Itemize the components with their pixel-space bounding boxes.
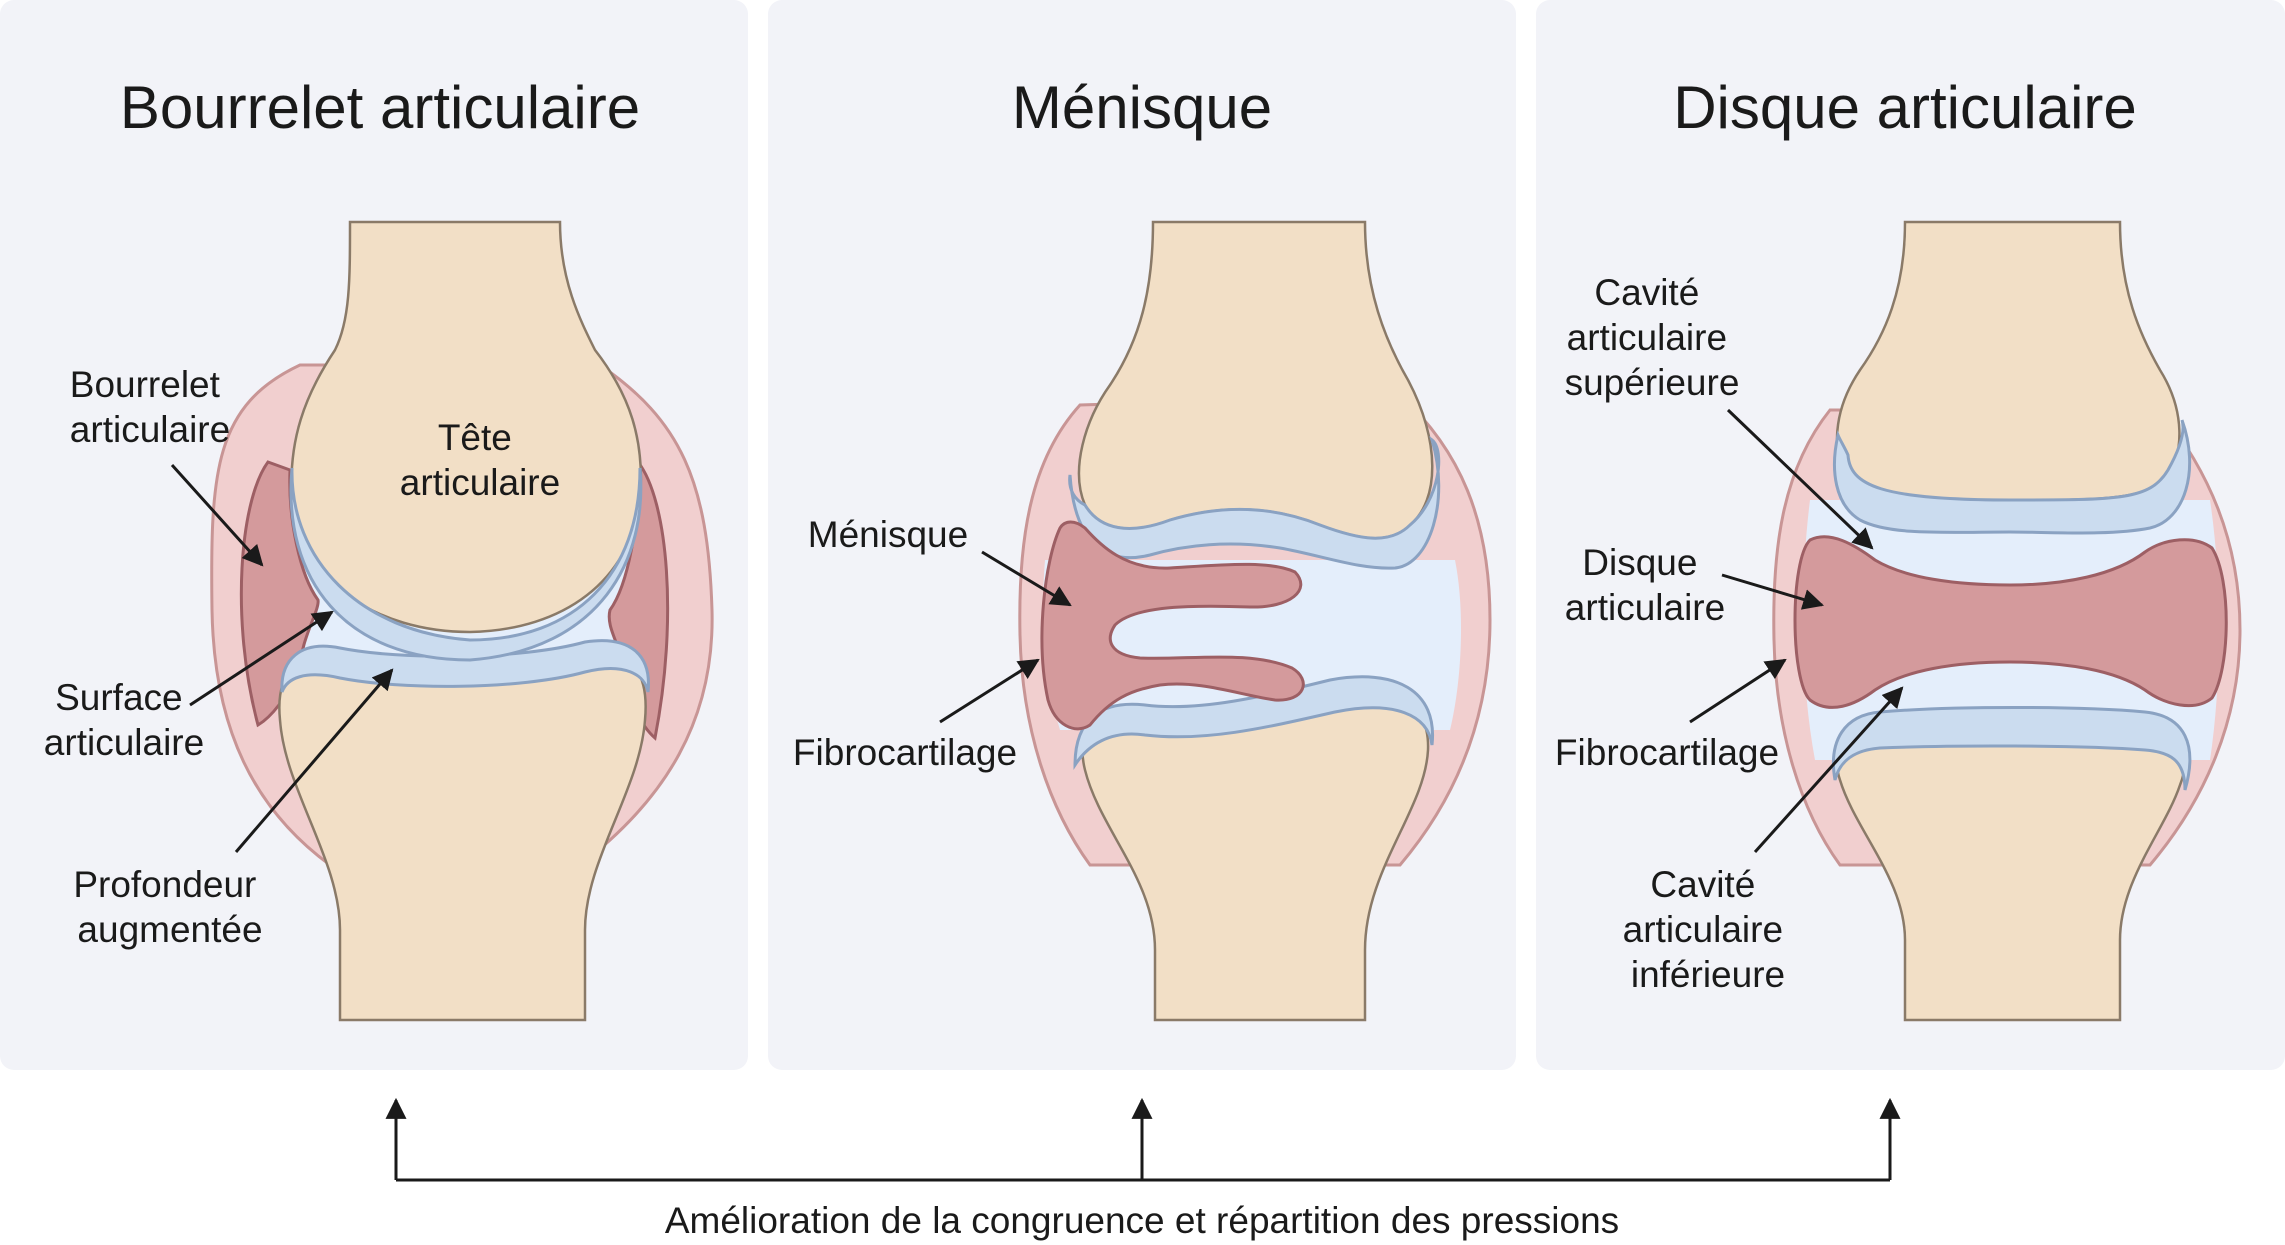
- label-labrum: Bourrelet articulaire: [70, 364, 230, 450]
- upper-cartilage: [1832, 419, 2192, 535]
- panel-title: Bourrelet articulaire: [120, 74, 640, 141]
- footer-caption: Amélioration de la congruence et réparti…: [665, 1200, 1619, 1241]
- label-meniscus: Ménisque: [808, 514, 968, 555]
- panel-title: Disque articulaire: [1673, 74, 2137, 141]
- articular-disc: [1793, 535, 2228, 709]
- label-upper-cavity: Cavité articulaire supérieure: [1565, 272, 1740, 403]
- panel-meniscus: Ménisque Ménisque Fibrocartilage: [768, 0, 1516, 1070]
- leader-surface: [189, 610, 334, 707]
- panel-articular-disc: Disque articulaire Cavité articulaire su…: [1536, 0, 2285, 1070]
- label-fibrocartilage: Fibrocartilage: [793, 732, 1017, 773]
- label-articular-surface: Surface articulaire: [44, 677, 204, 763]
- leader-upper-cavity: [1726, 408, 1874, 550]
- label-articular-disc: Disque articulaire: [1565, 542, 1725, 628]
- upper-bone-head: [290, 220, 643, 634]
- leader-meniscus: [981, 550, 1072, 607]
- label-articular-head: Tête articulaire: [400, 417, 560, 503]
- leader-labrum: [170, 463, 264, 567]
- lower-cartilage: [1073, 675, 1435, 771]
- panel-labrum: Bourrelet articulaire Bourrelet articula…: [0, 0, 748, 1070]
- leader-lower-cavity: [1753, 686, 1904, 854]
- footer-bracket: Amélioration de la congruence et réparti…: [385, 1097, 1901, 1241]
- label-fibrocartilage: Fibrocartilage: [1555, 732, 1779, 773]
- panel-title: Ménisque: [1012, 74, 1272, 141]
- leader-depth: [234, 668, 394, 853]
- leader-articular-disc: [1721, 573, 1825, 610]
- label-lower-cavity: Cavité articulaire inférieure: [1623, 864, 1794, 995]
- leader-fibrocartilage: [939, 658, 1040, 724]
- label-increased-depth: Profondeur augmentée: [73, 864, 266, 950]
- leader-fibrocartilage: [1689, 658, 1787, 724]
- articular-surface: [289, 467, 643, 662]
- meniscus: [1040, 520, 1305, 731]
